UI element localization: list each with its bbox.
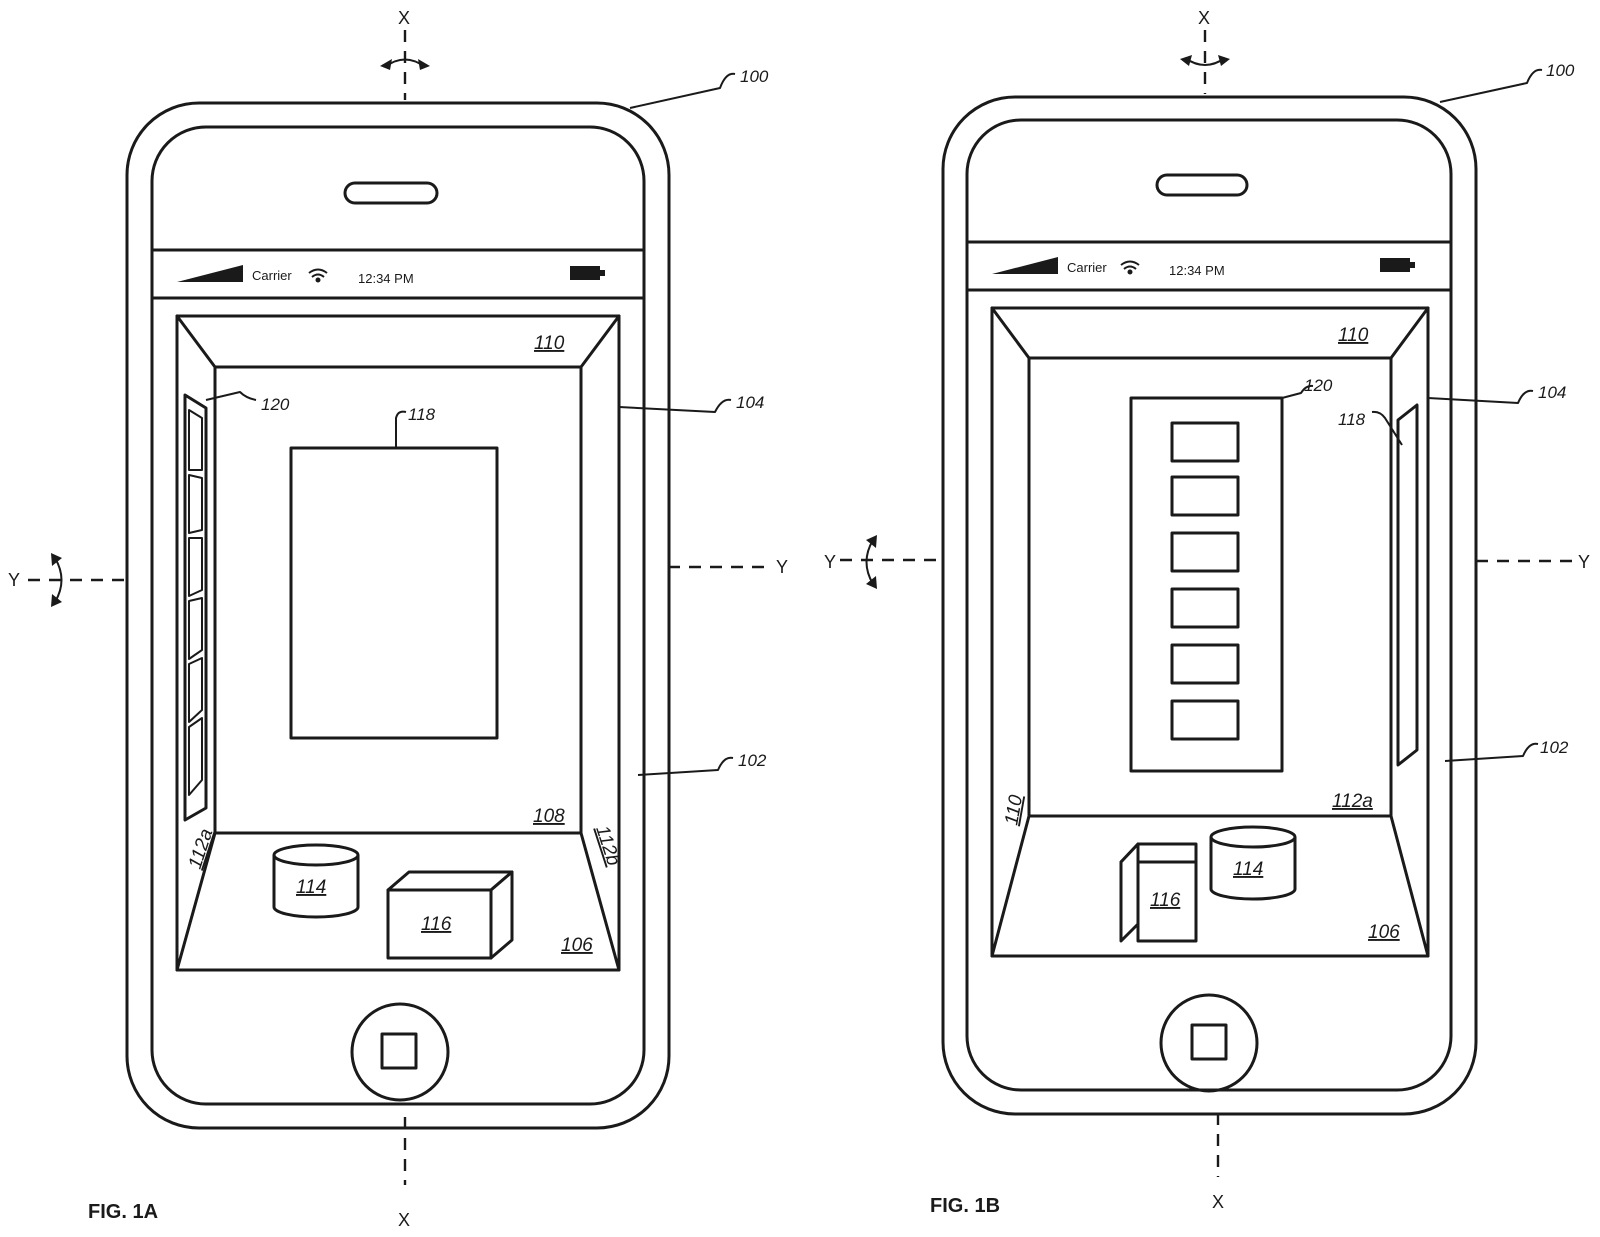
strip-icon[interactable]: [1170, 699, 1240, 741]
y-axis-right-label: Y: [1578, 552, 1590, 572]
ref-100: 100: [740, 67, 769, 86]
leader-102: [637, 756, 734, 776]
icon-strip-120: [1129, 396, 1284, 773]
back-wall: [213, 365, 583, 835]
rotation-arrow-x-icon: [380, 58, 430, 70]
device-bezel: [150, 125, 646, 1106]
ref-102: 102: [738, 751, 767, 770]
battery-icon: [570, 266, 600, 280]
x-axis-top-label: X: [398, 8, 410, 28]
ref-110: 110: [534, 333, 565, 354]
ref-120: 120: [1304, 376, 1333, 395]
carrier-label: Carrier: [1067, 260, 1107, 275]
home-button[interactable]: [1159, 993, 1259, 1093]
clock-label: 12:34 PM: [1169, 263, 1225, 278]
strip-icon[interactable]: [188, 537, 203, 597]
ref-106: 106: [1368, 922, 1400, 943]
strip-icon[interactable]: [1170, 475, 1240, 517]
rotation-arrow-y-icon: [865, 535, 877, 589]
signal-strength-icon: [177, 265, 243, 282]
strip-icon[interactable]: [188, 657, 203, 723]
strip-icon[interactable]: [188, 409, 203, 471]
battery-icon: [1380, 258, 1410, 272]
leader-100: [1439, 68, 1543, 103]
leader-120: [1281, 384, 1314, 399]
speaker-slot: [343, 181, 439, 205]
device-body: [125, 101, 671, 1130]
home-button-square-icon: [380, 1032, 418, 1070]
wifi-icon: [308, 268, 328, 283]
ref-100: 100: [1546, 61, 1575, 80]
view-frame: [175, 314, 621, 972]
view-frame: [990, 306, 1430, 958]
figure-1a: X X Y Y Carrier 12:34 PM: [8, 8, 788, 1230]
ref-102: 102: [1540, 738, 1569, 757]
rotation-arrow-x-icon: [1180, 55, 1230, 66]
ref-114: 114: [296, 877, 326, 898]
carrier-label: Carrier: [252, 268, 292, 283]
ref-118: 118: [1338, 410, 1366, 429]
ref-112a: 112a: [1332, 791, 1373, 812]
rotation-arrow-y-icon: [51, 553, 63, 607]
figure-caption: FIG. 1B: [930, 1195, 1000, 1217]
home-button-square-icon: [1190, 1023, 1228, 1061]
ref-104: 104: [1538, 383, 1566, 402]
figure-caption: FIG. 1A: [88, 1201, 158, 1223]
clock-label: 12:34 PM: [358, 271, 414, 286]
speaker-slot: [1155, 173, 1249, 197]
leader-118: [395, 410, 407, 448]
cylinder-114[interactable]: [272, 843, 360, 919]
wifi-icon: [1120, 260, 1140, 275]
panel-118[interactable]: [289, 446, 499, 740]
leader-118: [1371, 410, 1403, 446]
panel-118[interactable]: [1396, 403, 1419, 767]
leader-102: [1444, 742, 1539, 762]
ref-120: 120: [261, 395, 290, 414]
device-body: [941, 95, 1478, 1116]
leader-120: [205, 391, 257, 401]
home-button[interactable]: [350, 1002, 450, 1102]
ref-116: 116: [1150, 890, 1181, 911]
signal-strength-icon: [992, 257, 1058, 274]
ref-112a: 112a: [185, 826, 218, 871]
leader-100: [629, 72, 736, 109]
icon-strip-120: [183, 393, 208, 822]
leader-104: [1427, 389, 1534, 404]
ref-114: 114: [1233, 859, 1263, 880]
ref-104: 104: [736, 393, 764, 412]
x-axis-top-label: X: [1198, 8, 1210, 28]
y-axis-right-label: Y: [776, 557, 788, 577]
box-116[interactable]: [386, 870, 514, 960]
x-axis-bottom-label: X: [1212, 1192, 1224, 1212]
ref-118: 118: [408, 405, 436, 424]
cylinder-114[interactable]: [1209, 825, 1297, 901]
x-axis-bottom-label: X: [398, 1210, 410, 1230]
ref-110-left-wall: 110: [1001, 793, 1027, 827]
strip-icon[interactable]: [1170, 587, 1240, 629]
strip-icon[interactable]: [188, 717, 203, 796]
back-wall: [1027, 356, 1393, 818]
strip-icon[interactable]: [188, 597, 203, 660]
y-axis-left-label: Y: [824, 552, 836, 572]
strip-icon[interactable]: [1170, 531, 1240, 573]
strip-icon[interactable]: [1170, 421, 1240, 463]
ref-110: 110: [1338, 325, 1369, 346]
box-116[interactable]: [1119, 842, 1198, 943]
strip-icon[interactable]: [188, 474, 203, 534]
ref-116: 116: [421, 914, 452, 935]
y-axis-left-label: Y: [8, 570, 20, 590]
leader-104: [618, 398, 732, 413]
strip-icon[interactable]: [1170, 643, 1240, 685]
figure-1b: X X Y Y Carrier 12:34 PM: [824, 8, 1590, 1217]
ref-106: 106: [561, 935, 593, 956]
ref-108: 108: [533, 806, 565, 827]
